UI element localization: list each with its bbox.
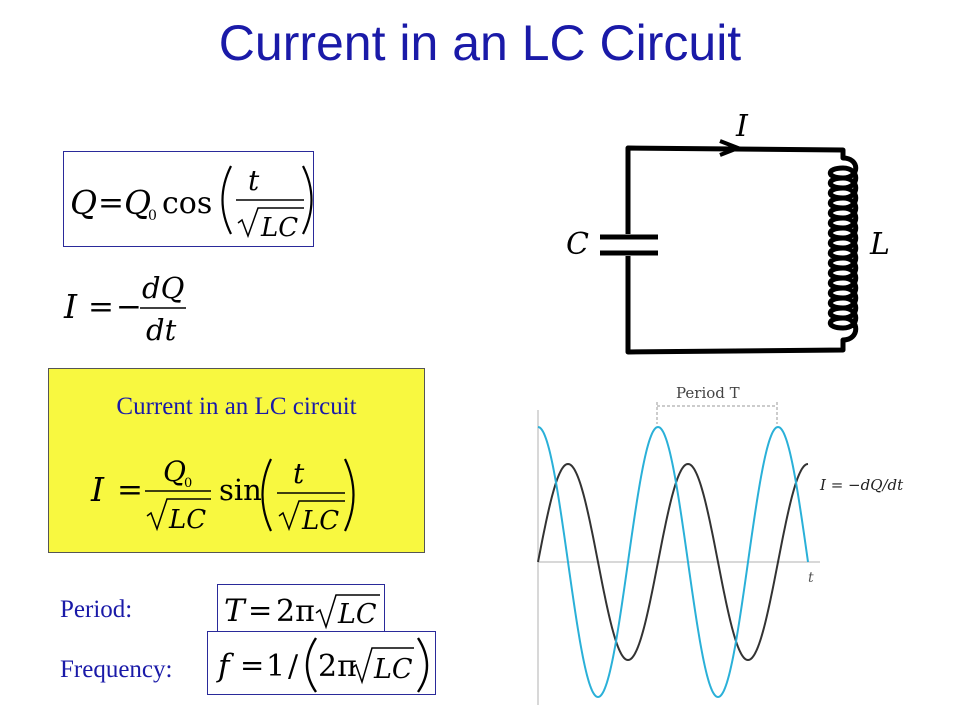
sqrt-sign: [315, 594, 380, 630]
page-title: Current in an LC Circuit: [218, 15, 742, 71]
bottom-wire: [625, 256, 846, 355]
equals-sign: =: [117, 472, 143, 508]
current-curve: [537, 425, 809, 699]
fraction-denominator: LC: [301, 506, 339, 536]
frequency-equation: f = 1 / 2π LC: [216, 637, 429, 693]
left-paren: [221, 165, 232, 235]
root-argument: LC: [337, 599, 377, 630]
charge-equation: Q = Q 0 cos t LC: [70, 164, 313, 243]
current-box-heading: Current in an LC circuit: [116, 393, 357, 420]
capacitor-label: C: [566, 227, 589, 262]
amplitude-denominator: LC: [168, 505, 206, 535]
sqrt-sign: [351, 647, 414, 685]
circuit-wires: [625, 145, 846, 355]
frequency-equation-box: f = 1 / 2π LC: [207, 631, 436, 695]
right-paren: [344, 458, 355, 532]
period-label: Period:: [60, 596, 133, 623]
current-direction-arrow: [719, 139, 744, 157]
equals-sign: =: [248, 593, 272, 627]
equals-sign: =: [88, 289, 114, 325]
sqrt-sign: [278, 500, 345, 532]
amplitude-symbol: Q: [163, 455, 186, 488]
cos-function: cos: [162, 186, 212, 221]
left-paren: [261, 458, 272, 532]
derivative-numerator: dQ: [142, 271, 184, 305]
sqrt-sign: [237, 207, 304, 239]
curve-label: I = −dQ/dt: [819, 476, 904, 494]
left-paren: [305, 637, 318, 693]
fraction-numerator: t: [248, 164, 260, 197]
inductor-coil: [827, 155, 859, 343]
minus-sign: −: [116, 289, 142, 325]
current-result-box: Current in an LC circuit I = Q 0 LC sin …: [48, 368, 425, 553]
period-label: Period T: [676, 384, 740, 402]
right-paren: [302, 165, 313, 235]
amplitude-sqrt-sign: [146, 498, 211, 532]
sin-function: sin: [219, 473, 262, 507]
equals-sign: =: [98, 185, 124, 221]
top-wire: [625, 145, 846, 234]
one: 1: [266, 649, 285, 684]
charge-symbol: Q: [70, 183, 97, 222]
frequency-symbol: f: [216, 648, 235, 684]
current-label: I: [735, 110, 749, 144]
amplitude-subscript: 0: [184, 476, 192, 491]
derivative-denominator: dt: [146, 313, 177, 347]
two-pi: 2π: [276, 594, 315, 629]
current-symbol: I: [90, 470, 105, 509]
equals-sign: =: [240, 648, 264, 682]
period-symbol: T: [224, 593, 247, 629]
period-equation: T = 2π LC: [224, 593, 380, 630]
charge-equation-box: Q = Q 0 cos t LC: [63, 151, 314, 247]
slash: /: [288, 649, 299, 684]
current-result-equation: I = Q 0 LC sin t LC: [90, 455, 355, 536]
amplitude-subscript: 0: [148, 208, 157, 224]
amplitude-symbol: Q: [124, 183, 151, 222]
current-symbol: I: [63, 287, 78, 326]
lc-circuit-diagram: I C L: [566, 110, 890, 355]
frequency-label: Frequency:: [60, 656, 173, 683]
inductor-label: L: [869, 227, 890, 262]
current-oscillation-graph: t Period T I = −dQ/dt: [537, 384, 904, 705]
two-pi: 2π: [318, 649, 357, 684]
fraction-denominator: LC: [260, 213, 298, 243]
charge-curve: [537, 462, 809, 662]
root-argument: LC: [373, 654, 413, 685]
time-axis-label: t: [808, 570, 814, 586]
period-equation-box: T = 2π LC: [217, 584, 385, 634]
current-definition-equation: I = − dQ dt: [63, 271, 186, 347]
right-paren: [416, 637, 429, 693]
fraction-numerator: t: [293, 457, 305, 490]
